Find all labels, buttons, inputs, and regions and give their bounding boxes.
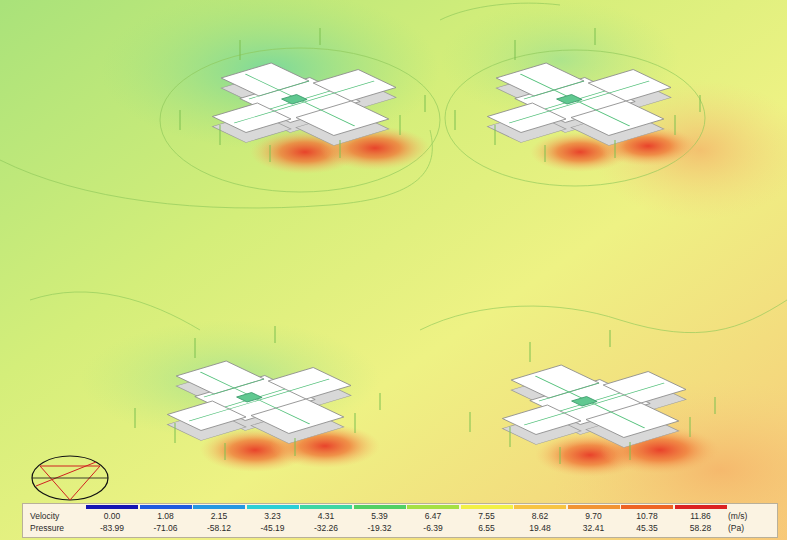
color-swatch: [407, 505, 459, 509]
legend-text: Pressure: [30, 523, 64, 533]
legend-text: 3.23: [264, 511, 281, 521]
legend-text: -71.06: [153, 523, 177, 533]
legend-text: 0.00: [104, 511, 121, 521]
legend-text: 10.78: [636, 511, 657, 521]
legend-text: Velocity: [30, 511, 59, 521]
legend-text: 8.62: [532, 511, 549, 521]
color-swatch: [300, 505, 352, 509]
legend-text: 1.08: [157, 511, 174, 521]
legend-text: 32.41: [583, 523, 604, 533]
legend-text: 6.47: [425, 511, 442, 521]
color-swatch: [140, 505, 192, 509]
legend-text: -58.12: [207, 523, 231, 533]
legend-text: 9.70: [585, 511, 602, 521]
legend-text: 19.48: [529, 523, 550, 533]
color-swatch: [86, 505, 138, 509]
legend-text: 7.55: [478, 511, 495, 521]
building-model: [166, 28, 434, 162]
legend-text: 45.35: [636, 523, 657, 533]
color-swatch: [514, 505, 566, 509]
legend-text: (m/s): [728, 511, 747, 521]
legend-text: 2.15: [211, 511, 228, 521]
color-swatch: [354, 505, 406, 509]
compass-symbol: [32, 456, 108, 500]
legend-text: -19.32: [367, 523, 391, 533]
legend-text: 11.86: [690, 511, 711, 521]
building-model: [456, 330, 724, 464]
color-swatch: [193, 505, 245, 509]
contour-lines: [0, 3, 787, 332]
legend-text: 6.55: [478, 523, 495, 533]
color-swatch: [675, 505, 727, 509]
legend-text: -32.26: [314, 523, 338, 533]
legend-text: -6.39: [423, 523, 442, 533]
legend-text: -45.19: [260, 523, 284, 533]
legend-text: -83.99: [100, 523, 124, 533]
legend-text: 4.31: [318, 511, 335, 521]
legend-text: 58.28: [690, 523, 711, 533]
legend-text: 5.39: [371, 511, 388, 521]
building-model: [121, 326, 389, 460]
building-model: [441, 28, 709, 162]
color-swatch: [621, 505, 673, 509]
color-swatch: [461, 505, 513, 509]
color-swatch: [247, 505, 299, 509]
legend-text: (Pa): [728, 523, 744, 533]
color-swatch: [568, 505, 620, 509]
